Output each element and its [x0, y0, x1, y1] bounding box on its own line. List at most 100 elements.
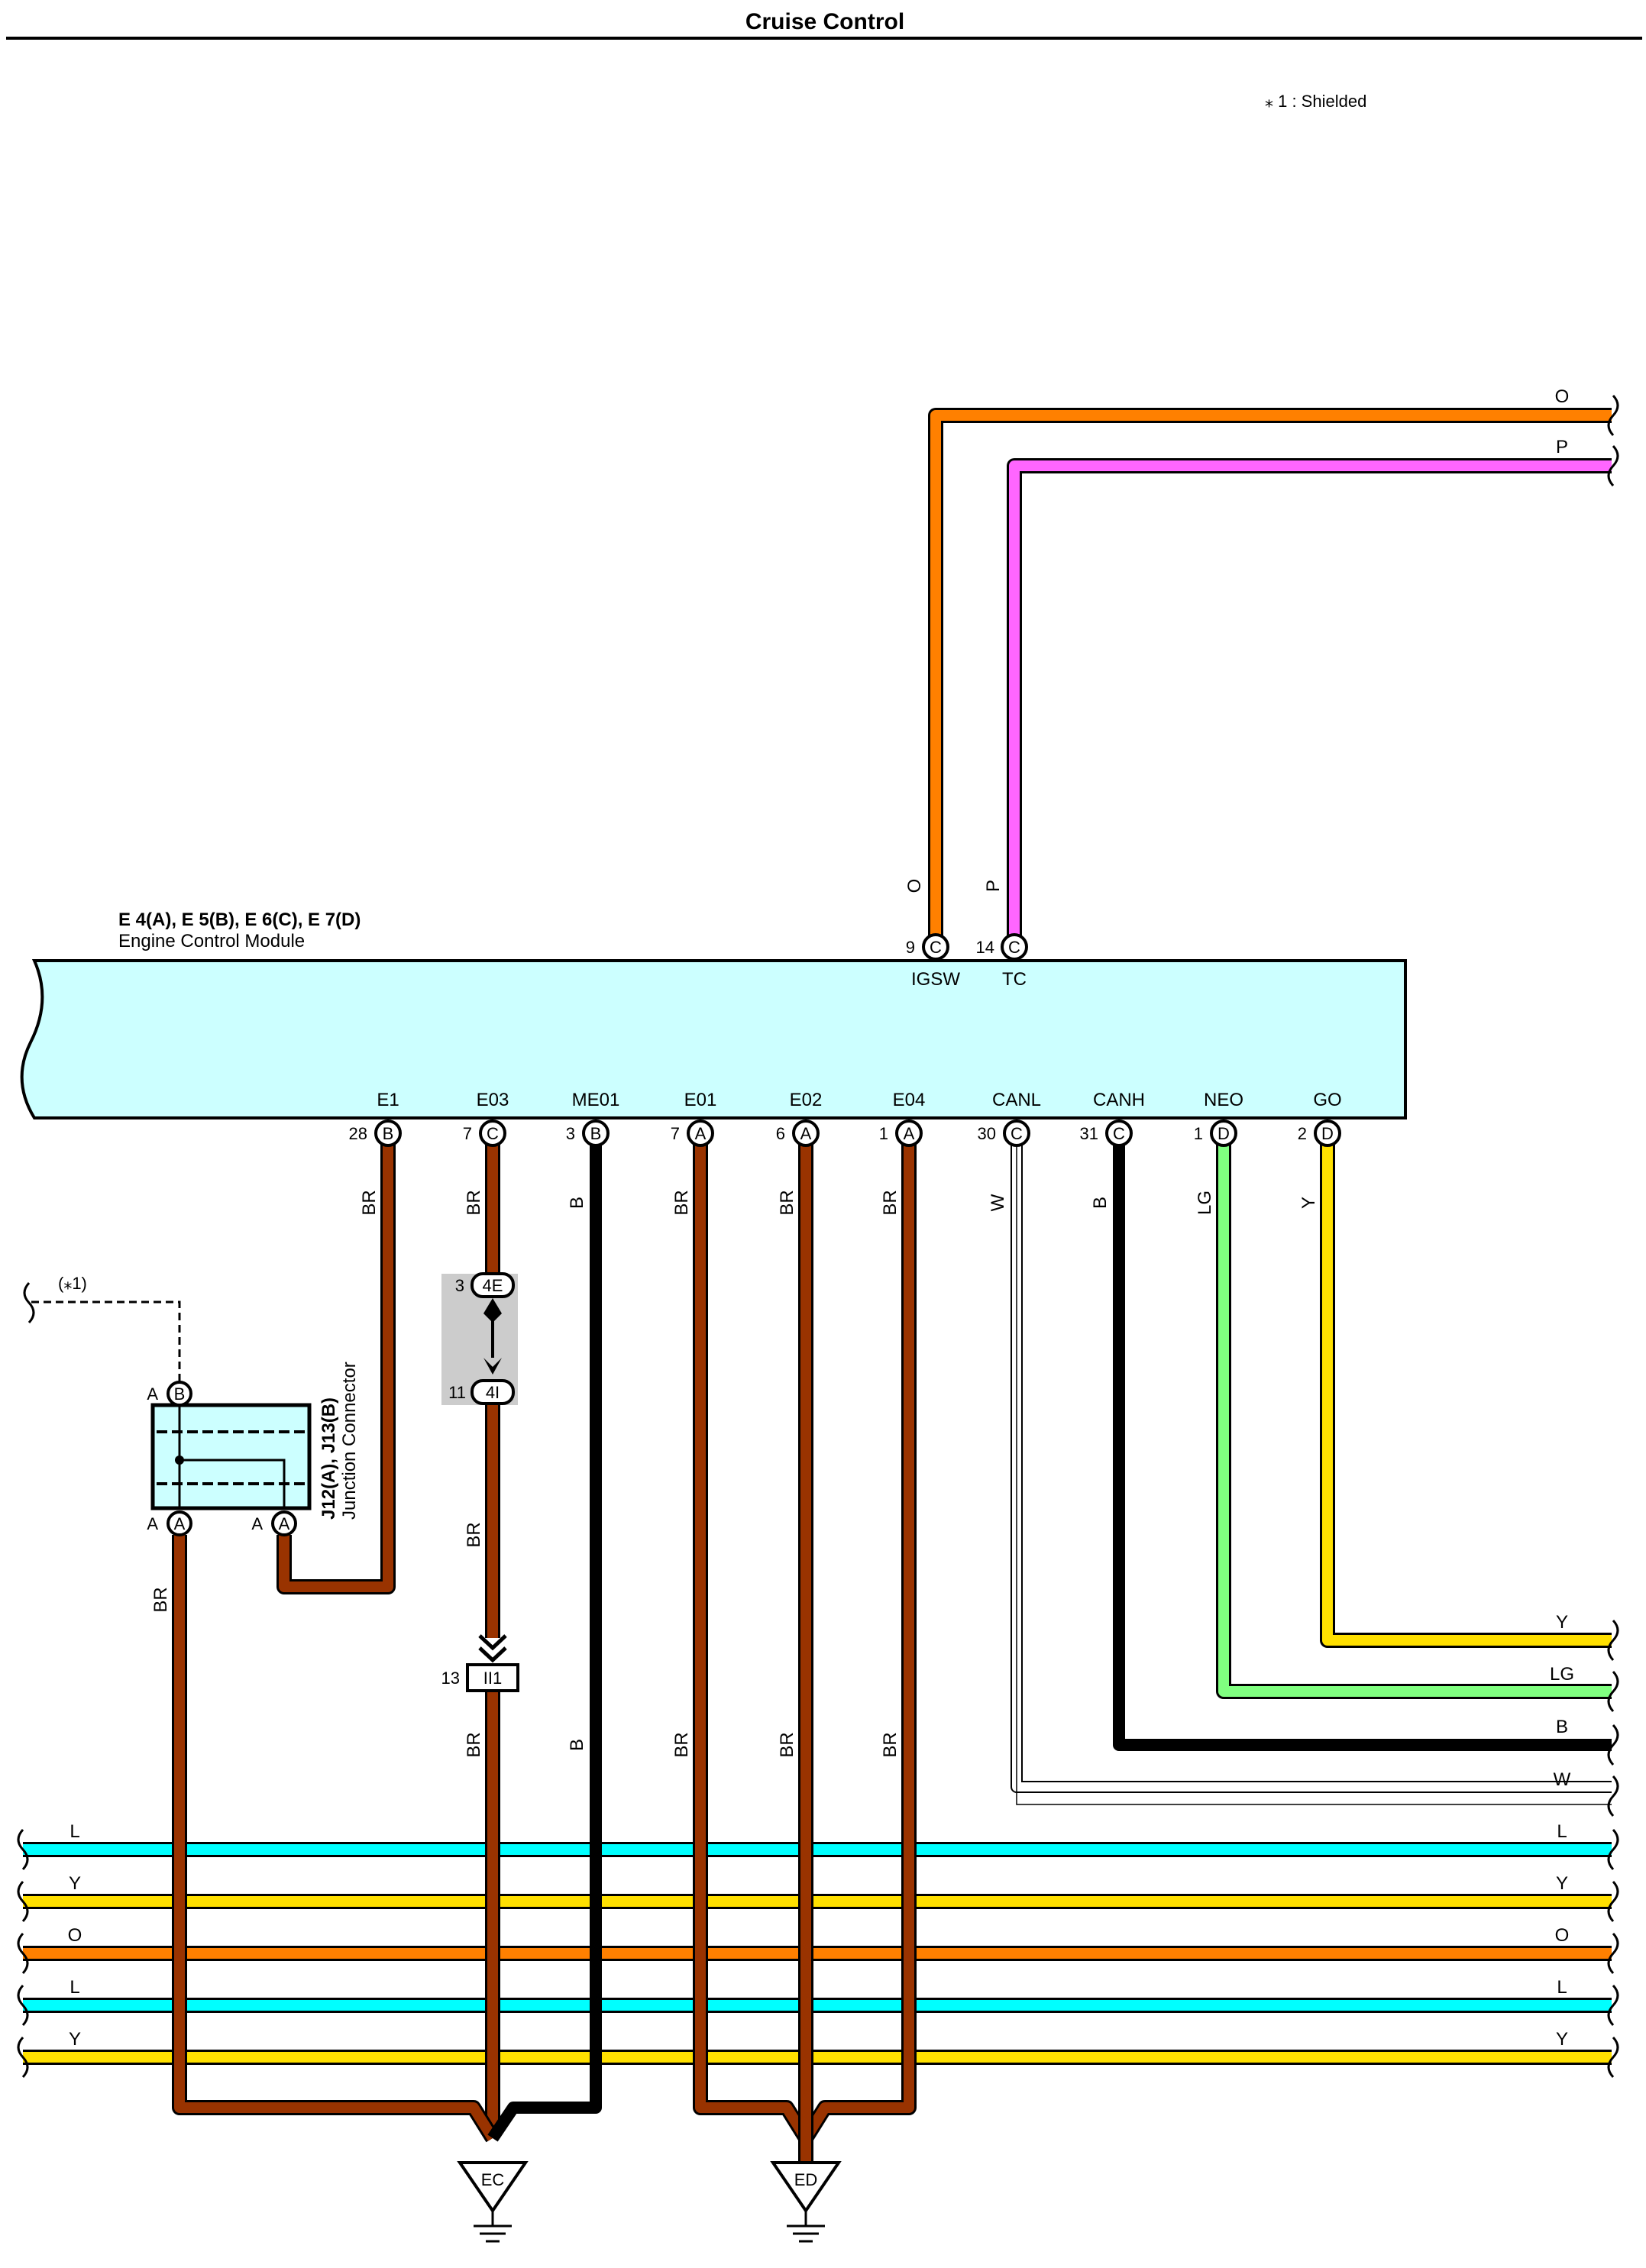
pin-signal: E1 — [377, 1090, 399, 1110]
jc-pin-a1-letter: A — [174, 1514, 186, 1533]
pin-signal: IGSW — [911, 969, 960, 990]
pin-wire-color: BR — [777, 1190, 797, 1215]
bus-label-left: Y — [69, 2029, 81, 2050]
break-mark-left — [17, 2036, 29, 2079]
inline-id-top: 4E — [483, 1276, 503, 1295]
bus-label-right: Y — [1556, 1873, 1568, 1894]
pin-conn-letter: A — [800, 1124, 812, 1143]
pin-conn-letter: C — [1113, 1124, 1125, 1143]
pin-signal: E04 — [893, 1090, 926, 1110]
right-wire-label-lg: LG — [1550, 1664, 1574, 1685]
bus-label-left: Y — [69, 1873, 81, 1894]
pin-wire-color: B — [1090, 1197, 1111, 1209]
bus-label-right: O — [1555, 1925, 1570, 1946]
wire-label-e03-mid: BR — [464, 1522, 484, 1547]
ecm-name-label: Engine Control Module — [118, 931, 305, 951]
break-mark-left — [17, 1828, 29, 1871]
ecm-bottom-pins: E1B28BRE03C7BRME01B3BE01A7BRE02A6BRE04A1… — [349, 1090, 1342, 1216]
ecm-pin-igsw: C 9 IGSW — [906, 933, 960, 990]
pin-number: 14 — [976, 938, 994, 957]
wire-label-o-vert: O — [904, 879, 925, 893]
wire-label-e04-low: BR — [880, 1732, 901, 1757]
break-mark-y — [1607, 1619, 1619, 1662]
inline-connector-ii1: II1 13 — [441, 1634, 519, 1692]
bus-label-right: L — [1557, 1821, 1567, 1842]
wire-label-e02-low: BR — [777, 1732, 797, 1757]
pin-conn-letter: D — [1321, 1124, 1334, 1143]
pin-number: 2 — [1298, 1124, 1307, 1143]
pin-number: 7 — [463, 1124, 472, 1143]
break-mark-right — [1607, 1828, 1619, 1871]
pin-number: 9 — [906, 938, 915, 957]
wire-igsw-o — [928, 408, 1612, 947]
jc-wire-down-label: BR — [150, 1587, 171, 1612]
pin-signal: TC — [1002, 969, 1027, 990]
bus-label-left: L — [70, 1821, 79, 1842]
bus-label-left: L — [70, 1977, 79, 1998]
jc-connectors-label: J12(A), J13(B) — [319, 1397, 339, 1520]
junction-connector: (⁎1) B A A A A A J12(A), J13(B) Junction… — [23, 1274, 360, 1613]
pin-number: 30 — [978, 1124, 996, 1143]
break-mark-left — [17, 1984, 29, 2027]
wire-jc-to-ec-br — [172, 1535, 500, 2143]
pin-wire-color: BR — [464, 1190, 484, 1215]
pin-number: 31 — [1080, 1124, 1098, 1143]
bus-label-right: L — [1557, 1977, 1567, 1998]
wire-canl-w — [1011, 1133, 1612, 1805]
wire-label-e03-low: BR — [464, 1732, 484, 1757]
jc-pin-a1-side: A — [147, 1514, 158, 1533]
right-wire-label-o: O — [1555, 386, 1570, 407]
ground-label: EC — [481, 2170, 505, 2189]
ground-ed: ED — [770, 2161, 842, 2243]
pin-number: 3 — [566, 1124, 575, 1143]
jc-pin-a2-letter: A — [279, 1514, 290, 1533]
inline-id-bottom: 4I — [486, 1383, 500, 1402]
jc-pin-a2-side: A — [251, 1514, 263, 1533]
wire-e1-br — [276, 1133, 396, 1594]
bus-label-left: O — [68, 1925, 82, 1946]
pin-wire-color: W — [988, 1194, 1008, 1211]
pin-number: 7 — [671, 1124, 680, 1143]
bus-label-right: Y — [1556, 2029, 1568, 2050]
pin-wire-color: LG — [1195, 1191, 1215, 1215]
break-mark-left — [17, 1880, 29, 1923]
break-mark-right — [1607, 2036, 1619, 2079]
wire-e04-br — [799, 1133, 917, 2143]
pin-signal: ME01 — [572, 1090, 620, 1110]
pin-signal: CANH — [1093, 1090, 1145, 1110]
wire-label-e01-low: BR — [671, 1732, 692, 1757]
pin-conn-letter: B — [383, 1124, 394, 1143]
jc-name-label: Junction Connector — [339, 1362, 360, 1520]
page-title: Cruise Control — [745, 9, 904, 34]
pin-number: 1 — [1194, 1124, 1203, 1143]
jc-pin-b-side: A — [147, 1384, 158, 1404]
wire-label-me01-low: B — [567, 1739, 587, 1751]
inline-num-bottom: 11 — [448, 1383, 466, 1402]
break-mark-p — [1607, 444, 1619, 487]
pin-signal: GO — [1313, 1090, 1341, 1110]
shield-ref: (⁎1) — [58, 1274, 87, 1293]
wire-me01-b — [487, 1133, 602, 2142]
right-wire-label-p: P — [1556, 437, 1568, 457]
ground-ec: EC — [457, 2161, 529, 2243]
pin-number: 6 — [776, 1124, 785, 1143]
pin-signal: CANL — [992, 1090, 1041, 1110]
shield-wire — [31, 1300, 181, 1394]
pin-number: 1 — [879, 1124, 888, 1143]
break-mark-right — [1607, 1932, 1619, 1975]
inline-connector-4e-4i: 4E 3 4I 11 — [441, 1272, 518, 1405]
pin-conn-letter: C — [1008, 938, 1020, 957]
break-mark-right — [1607, 1984, 1619, 2027]
jc-pin-b-letter: B — [174, 1384, 186, 1404]
